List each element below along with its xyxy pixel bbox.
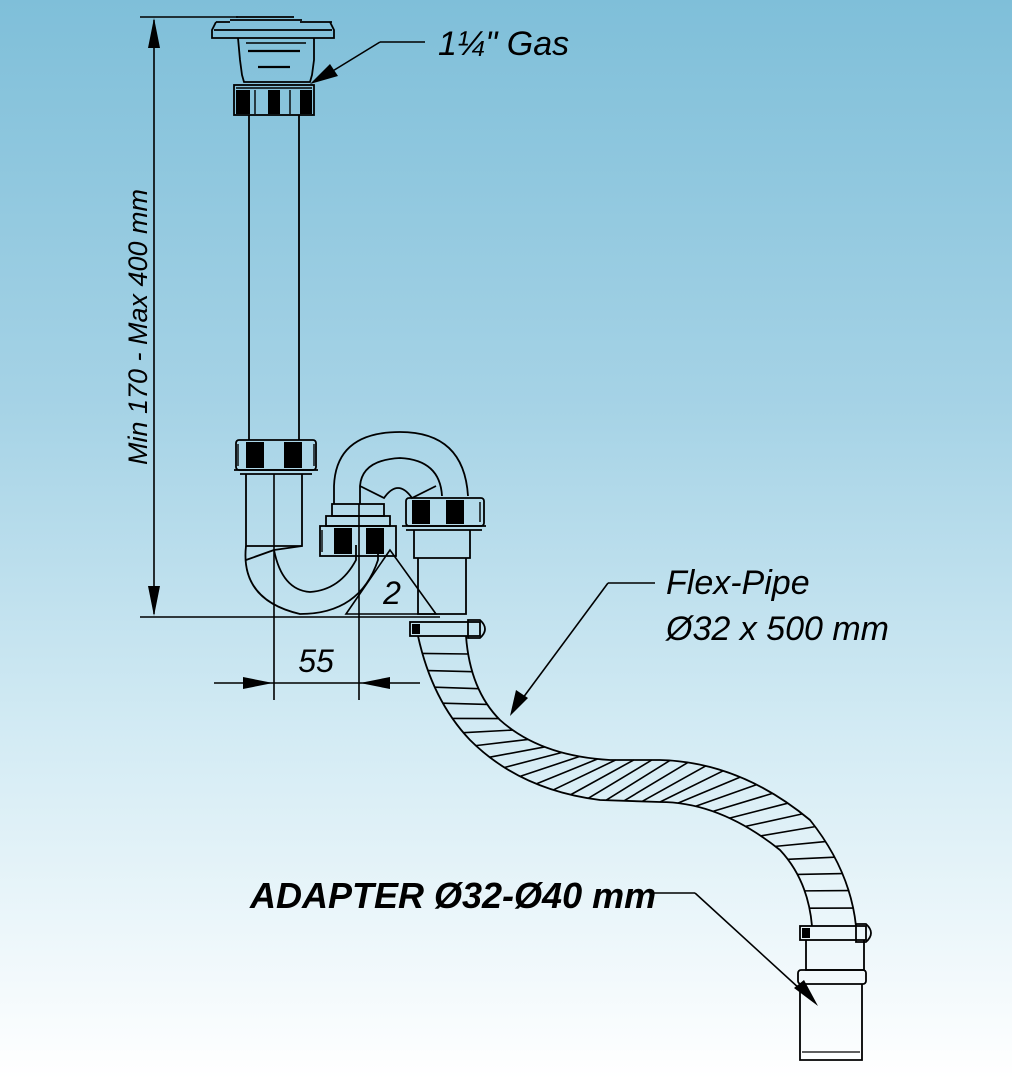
flex-pipe-rib <box>695 783 757 807</box>
adapter-fitting <box>797 940 867 1061</box>
flex-pipe-rib <box>504 751 563 769</box>
offset-dimension-label: 55 <box>298 643 334 679</box>
flex-pipe-rib <box>760 825 816 837</box>
offset-dimension: 55 <box>214 643 420 689</box>
flex-pipe-rib <box>712 792 773 813</box>
flex-pipe-rib <box>427 669 473 673</box>
flex-pipe-label-line1: Flex-Pipe <box>666 564 810 602</box>
top-union-nut <box>233 84 315 116</box>
height-range-label: Min 170 - Max 400 mm <box>123 189 153 465</box>
flex-pipe-rib <box>797 872 843 876</box>
outlet-union-nut <box>402 497 486 531</box>
bottom-hose-clamp <box>799 923 872 943</box>
flex-pipe-rib <box>745 813 803 828</box>
arrowhead-icon <box>310 64 338 84</box>
flex-pipe-rib <box>422 652 469 655</box>
flex-pipe-rib <box>659 770 724 803</box>
flex-pipe-ribs <box>422 652 854 910</box>
flex-pipe-rib <box>641 765 707 803</box>
gas-thread-callout: 1¼" Gas <box>310 25 569 84</box>
arrowhead-icon <box>794 980 818 1006</box>
flex-pipe-callout: Flex-Pipe Ø32 x 500 mm <box>510 564 889 716</box>
arrowhead-up-icon <box>148 18 160 48</box>
flex-pipe-rib <box>489 746 545 758</box>
flex-pipe-rib <box>787 856 835 861</box>
adapter-callout: ADAPTER Ø32-Ø40 mm <box>249 875 818 1006</box>
flex-pipe-label-line2: Ø32 x 500 mm <box>665 610 889 648</box>
tube-union-nut <box>234 439 318 475</box>
flex-pipe-rib <box>536 758 598 785</box>
flex-pipe-rib <box>623 761 689 802</box>
flex-pipe-rib <box>729 802 788 819</box>
flex-pipe-rib <box>677 776 741 804</box>
top-hose-clamp <box>409 619 486 639</box>
arrowhead-down-icon <box>148 586 160 616</box>
trap-marker: 2 <box>344 548 438 615</box>
flex-pipe <box>417 635 857 927</box>
gas-thread-label: 1¼" Gas <box>438 25 569 63</box>
adapter-label: ADAPTER Ø32-Ø40 mm <box>249 875 656 916</box>
flex-pipe-rib <box>587 759 653 799</box>
arrowhead-left-icon <box>360 677 390 689</box>
flex-pipe-rib <box>519 755 580 778</box>
flex-pipe-rib <box>775 840 826 848</box>
flex-pipe-rib <box>434 686 479 690</box>
flex-pipe-rib <box>605 759 671 801</box>
trap-middle-nut <box>319 503 397 557</box>
arrowhead-icon <box>510 690 528 716</box>
drain-flange <box>211 16 335 83</box>
arrowhead-right-icon <box>243 677 273 689</box>
flex-pipe-rib <box>570 759 635 796</box>
telescopic-tube <box>248 115 300 440</box>
flex-pipe-rib <box>475 738 529 747</box>
flex-pipe-rib <box>442 702 488 706</box>
flex-pipe-rib <box>463 729 513 734</box>
height-dimension: Min 170 - Max 400 mm <box>123 16 440 618</box>
outlet-pipe <box>413 530 471 615</box>
flex-pipe-rib <box>552 759 616 791</box>
trap-marker-label: 2 <box>382 575 401 611</box>
